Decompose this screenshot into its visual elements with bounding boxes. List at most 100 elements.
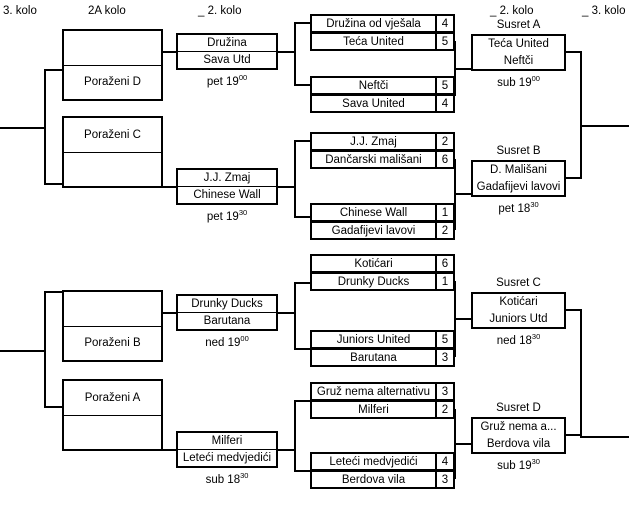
pairbox-team-1: Družina: [178, 35, 276, 52]
match-row-b1-top[interactable]: J.J. Zmaj 2: [310, 132, 455, 151]
pairbox-team-2: Leteći medvjedići: [182, 452, 272, 464]
match-time-text: pet 19: [206, 75, 239, 88]
connector-left-out-bottom: [0, 350, 45, 352]
connector-a-lower-arm: [294, 84, 312, 86]
match-team-score: 4: [435, 454, 453, 469]
connector-susret-b-stem: [454, 193, 472, 195]
susret-a-label: Susret A: [496, 19, 541, 31]
placeholder-row-top: Poraženi C: [64, 118, 161, 153]
pairbox-team-2: Sava Utd: [203, 54, 251, 66]
placeholder-row-top: [64, 292, 161, 327]
match-team-score: 5: [435, 34, 453, 49]
match-team-name: Milferi: [358, 403, 389, 416]
connector-b-lower-arm: [294, 216, 312, 218]
match-row-c1-top[interactable]: Kotićari 6: [310, 254, 455, 273]
match-team-score: 3: [435, 472, 453, 487]
match-team-score: 5: [435, 78, 453, 93]
match-team-score: 5: [435, 332, 453, 347]
match-row-a1-top[interactable]: Družina od vješala 4: [310, 14, 455, 33]
connector-left-out-top: [0, 127, 45, 129]
susret-time-text: sub 19: [497, 76, 532, 89]
match-row-d1-top[interactable]: Gruž nema alternativu 3: [310, 382, 455, 401]
susret-box-d[interactable]: Gruž nema a... Berdova vila: [471, 417, 566, 454]
column-header-3kolo-right: _ 3. kolo: [582, 5, 626, 17]
match-row-a1-bottom[interactable]: Teća United 5: [310, 32, 455, 51]
connector-d-stem: [278, 449, 296, 451]
susret-box-c[interactable]: Kotićari Juniors Utd: [471, 292, 566, 329]
connector-pd-to-druzina: [163, 51, 176, 53]
pairbox-druzina-sava[interactable]: Družina Sava Utd: [176, 33, 278, 70]
connector-c-lower-arm: [294, 348, 312, 350]
susret-team-2: Neftči: [503, 54, 534, 67]
match-row-c2-bottom[interactable]: Barutana 3: [310, 348, 455, 367]
match-team-name: Gadafijevi lavovi: [331, 224, 416, 237]
connector-left-top-lower: [44, 183, 64, 185]
connector-left-vert-bottom: [44, 292, 46, 408]
pairbox-team-1: J.J. Zmaj: [178, 170, 276, 187]
match-row-a2-bottom[interactable]: Sava United 4: [310, 94, 455, 113]
match-time-milferi-leteci: sub 1830: [176, 471, 278, 486]
connector-right-vert-bottom: [580, 309, 582, 436]
placeholder-box-porazeni-d[interactable]: Poraženi D: [62, 29, 163, 101]
match-row-a2-top[interactable]: Neftči 5: [310, 76, 455, 95]
susret-time-text: ned 18: [496, 334, 532, 347]
connector-susret-d-stem: [454, 443, 472, 445]
connector-left-bottom-lower: [44, 406, 64, 408]
match-row-b2-bottom[interactable]: Gadafijevi lavovi 2: [310, 221, 455, 240]
pairbox-ducks-barutana[interactable]: Drunky Ducks Barutana: [176, 294, 278, 331]
susret-team-1: Kotićari: [499, 296, 538, 309]
susret-box-a[interactable]: Teća United Neftči: [471, 34, 566, 71]
connector-c-vert: [294, 282, 296, 350]
match-team-name: Berdova vila: [341, 473, 406, 486]
match-team-score: 2: [435, 134, 453, 149]
match-row-b2-top[interactable]: Chinese Wall 1: [310, 203, 455, 222]
match-time-text: pet 19: [206, 210, 239, 223]
susret-team-1: Teća United: [488, 38, 549, 51]
placeholder-box-porazeni-c[interactable]: Poraženi C: [62, 116, 163, 188]
connector-pb-to-ducks: [163, 312, 176, 314]
match-team-name: Leteći medvjedići: [329, 455, 418, 468]
placeholder-box-porazeni-a[interactable]: Poraženi A: [62, 379, 163, 451]
match-team-name: Gruž nema alternativu: [316, 385, 431, 398]
match-row-c1-bottom[interactable]: Drunky Ducks 1: [310, 272, 455, 291]
connector-left-bottom-upper: [44, 291, 64, 293]
match-row-d2-bottom[interactable]: Berdova vila 3: [310, 470, 455, 489]
susret-a-time: sub 1900: [471, 74, 566, 89]
susret-box-b[interactable]: D. Mališani Gadafijevi lavovi: [471, 160, 566, 197]
placeholder-row-bottom: Poraženi B: [84, 337, 141, 350]
match-row-c2-top[interactable]: Juniors United 5: [310, 330, 455, 349]
column-header-3kolo-left: 3. kolo: [3, 5, 37, 17]
connector-right-out-bottom: [580, 436, 629, 438]
match-team-name: Dančarski mališani: [325, 153, 422, 166]
pairbox-milferi-leteci[interactable]: Milferi Leteći medvjedići: [176, 431, 278, 468]
match-team-name: Juniors United: [336, 333, 411, 346]
match-time-minutes: 00: [238, 73, 248, 82]
connector-a-upper-arm: [294, 22, 312, 24]
susret-team-1: D. Mališani: [490, 164, 547, 177]
connector-d-upper-arm: [294, 400, 312, 402]
placeholder-row-bottom: [64, 416, 161, 450]
susret-d-label: Susret D: [496, 402, 541, 414]
match-row-b1-bottom[interactable]: Dančarski mališani 6: [310, 150, 455, 169]
match-row-d2-top[interactable]: Leteći medvjedići 4: [310, 452, 455, 471]
susret-team-1: Gruž nema a...: [480, 421, 557, 434]
pairbox-zmaj-wall[interactable]: J.J. Zmaj Chinese Wall: [176, 168, 278, 205]
match-team-score: 4: [435, 16, 453, 31]
connector-a-stem: [278, 51, 296, 53]
susret-team-2: Gadafijevi lavovi: [476, 180, 561, 193]
match-team-name: Barutana: [350, 351, 397, 364]
match-team-name: Sava United: [342, 97, 405, 110]
connector-right-out-top: [580, 125, 629, 127]
connector-susret-c-stem: [454, 318, 472, 320]
susret-b-time: pet 1830: [471, 200, 566, 215]
pairbox-team-2: Chinese Wall: [193, 189, 261, 201]
match-row-d1-bottom[interactable]: Milferi 2: [310, 400, 455, 419]
connector-susret-a-stem: [454, 68, 472, 70]
match-team-name: Chinese Wall: [339, 206, 408, 219]
susret-team-2: Juniors Utd: [489, 312, 548, 325]
placeholder-box-porazeni-b[interactable]: Poraženi B: [62, 290, 163, 362]
connector-b-vert: [294, 140, 296, 218]
placeholder-row-top: Poraženi A: [64, 381, 161, 416]
connector-c-stem: [278, 312, 296, 314]
match-team-score: 1: [435, 274, 453, 289]
